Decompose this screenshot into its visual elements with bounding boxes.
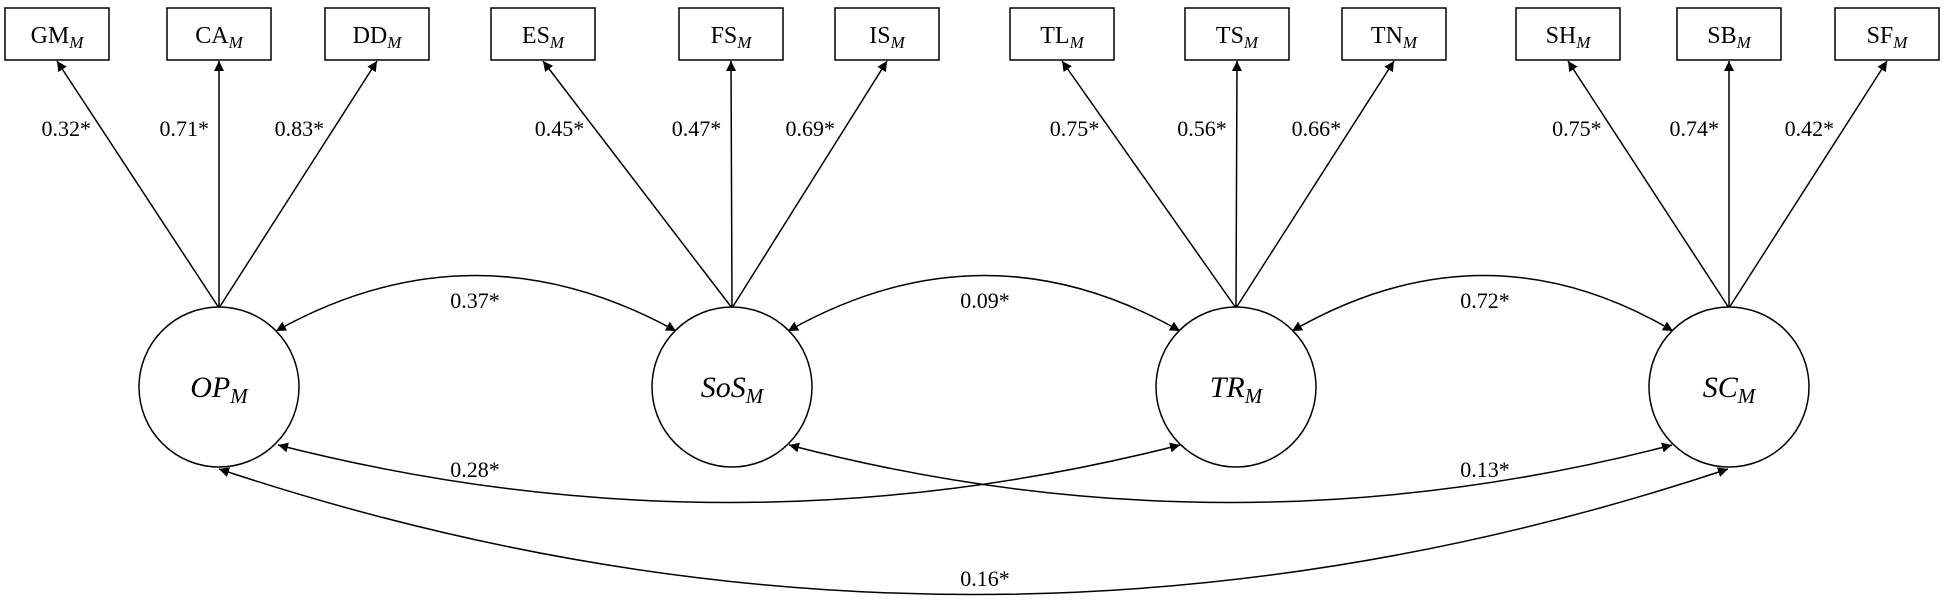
indicator-label-tl: TLM	[1040, 23, 1084, 52]
indicator-label-sh: SHM	[1546, 23, 1592, 52]
indicator-box-ts	[1184, 7, 1290, 61]
indicator-label-ca: CAM	[195, 23, 243, 52]
indicator-label-sf: SFM	[1867, 23, 1909, 52]
loading-arrow-dd	[218, 60, 378, 309]
loading-value-dd: 0.83*	[275, 116, 325, 141]
correlation-path-sos-tr	[787, 274, 1181, 332]
loading-value-sf: 0.42*	[1785, 116, 1835, 141]
indicator-label-ts: TSM	[1216, 23, 1259, 52]
indicator-label-es: ESM	[522, 23, 565, 52]
latent-circle-tr	[1155, 306, 1317, 468]
correlation-path-tr-sc	[1291, 274, 1674, 332]
indicator-box-is	[834, 7, 940, 61]
indicator-box-tl	[1009, 7, 1115, 61]
latent-label-sc: SCM	[1703, 371, 1757, 408]
latent-label-tr: TRM	[1210, 371, 1264, 408]
loading-arrow-gm	[56, 60, 220, 309]
loading-arrow-es	[542, 60, 733, 309]
indicator-box-sb	[1676, 7, 1782, 61]
loading-arrow-sh	[1567, 60, 1730, 309]
indicator-box-tn	[1341, 7, 1447, 61]
indicator-label-sb: SBM	[1707, 23, 1751, 52]
loading-arrow-is	[731, 60, 888, 309]
indicator-box-gm	[4, 7, 110, 61]
correlation-value-op-sos: 0.37*	[450, 288, 500, 313]
indicator-box-sf	[1834, 7, 1940, 61]
loading-arrow-ts	[1231, 60, 1242, 309]
loading-value-es: 0.45*	[535, 116, 585, 141]
loading-value-is: 0.69*	[785, 116, 835, 141]
indicator-box-fs	[678, 7, 784, 61]
loading-arrow-sf	[1728, 60, 1888, 309]
indicator-label-gm: GMM	[31, 23, 85, 52]
indicator-label-fs: FSM	[711, 23, 753, 52]
paths-layer	[56, 60, 1888, 596]
indicator-box-es	[490, 7, 596, 61]
loading-value-tn: 0.66*	[1292, 116, 1342, 141]
nodes-layer	[4, 7, 1940, 468]
loading-arrow-tl	[1061, 60, 1237, 309]
loading-value-gm: 0.32*	[41, 116, 91, 141]
loading-value-tl: 0.75*	[1050, 116, 1100, 141]
latent-label-sos: SoSM	[701, 371, 765, 408]
indicator-box-sh	[1515, 7, 1621, 61]
correlation-path-op-sc	[218, 467, 1729, 596]
latent-circle-op	[138, 306, 300, 468]
loading-arrow-tn	[1235, 60, 1395, 309]
indicator-label-dd: DDM	[353, 23, 403, 52]
latent-circle-sos	[651, 306, 813, 468]
correlation-value-op-sc: 0.16*	[960, 566, 1010, 591]
correlation-value-tr-sc: 0.72*	[1460, 288, 1510, 313]
latent-circle-sc	[1648, 306, 1810, 468]
loading-value-fs: 0.47*	[672, 116, 722, 141]
indicator-label-is: ISM	[869, 23, 905, 52]
loading-value-sh: 0.75*	[1552, 116, 1602, 141]
latent-label-op: OPM	[190, 371, 249, 408]
indicator-box-ca	[166, 7, 272, 61]
correlation-value-op-tr: 0.28*	[450, 457, 500, 482]
correlation-path-op-sos	[275, 274, 677, 332]
loading-value-sb: 0.74*	[1670, 116, 1720, 141]
correlation-value-sos-sc: 0.13*	[1460, 457, 1510, 482]
indicator-label-tn: TNM	[1371, 23, 1418, 52]
labels-layer: GMM 0.32* CAM 0.71* DDM 0.83* ESM 0.45* FSM 0.47*…	[31, 23, 1909, 591]
loading-value-ts: 0.56*	[1177, 116, 1227, 141]
correlation-value-sos-tr: 0.09*	[960, 288, 1010, 313]
loading-arrow-fs	[726, 60, 737, 309]
indicator-box-dd	[324, 7, 430, 61]
loading-value-ca: 0.71*	[160, 116, 210, 141]
